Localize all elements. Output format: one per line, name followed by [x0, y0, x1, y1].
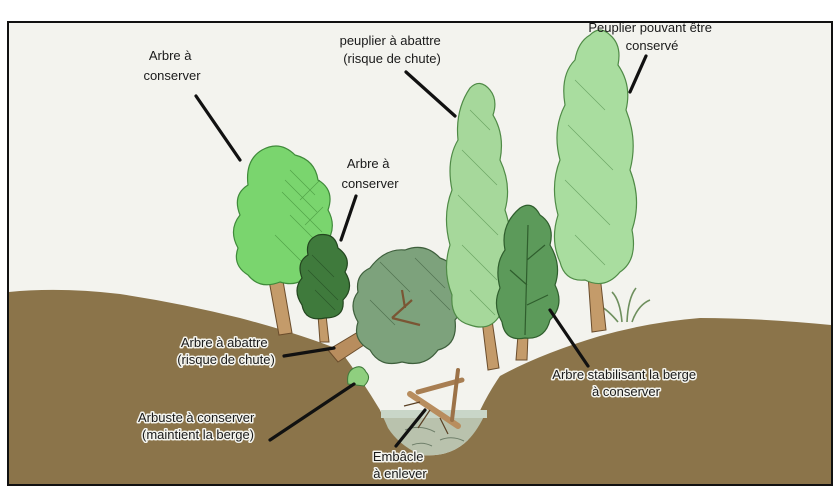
diagram-stage: Arbre à conserver Arbre à conserver peup…: [0, 0, 840, 489]
riverbank-diagram: Arbre à conserver Arbre à conserver peup…: [0, 0, 840, 489]
